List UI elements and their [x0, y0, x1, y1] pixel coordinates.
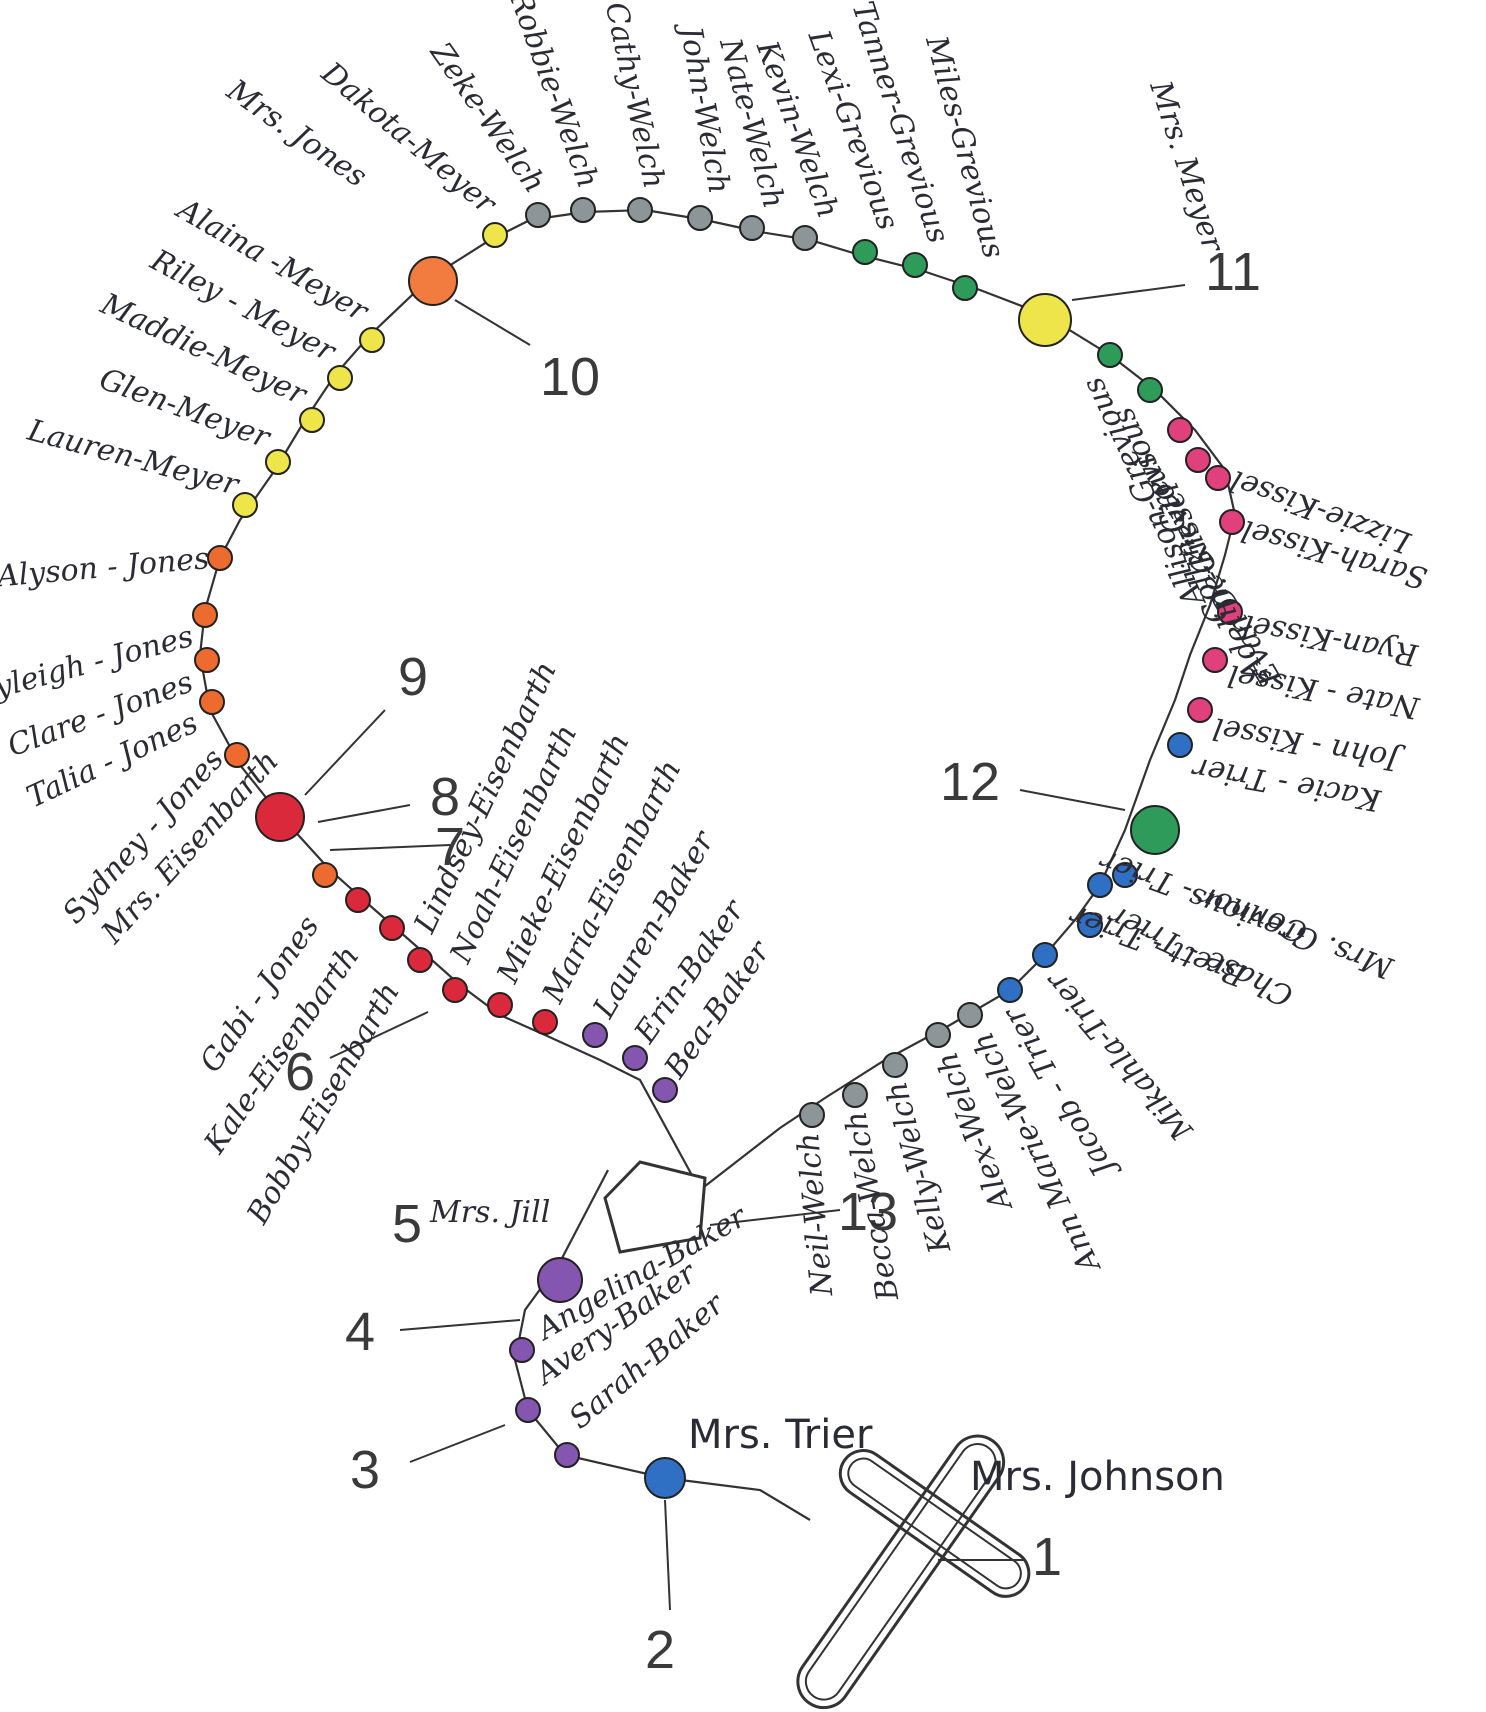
- bead-kevin-welch: [792, 225, 818, 251]
- bead-sarah-baker: [554, 1442, 580, 1468]
- number-8: 8: [430, 767, 460, 827]
- number-11: 11: [1205, 242, 1261, 302]
- bead-sydney-jones: [224, 742, 250, 768]
- leader-line-13: [709, 1209, 841, 1226]
- bead-ryleigh-jones: [192, 602, 218, 628]
- bead-tanner-grevious: [902, 252, 928, 278]
- number-9: 9: [398, 647, 428, 707]
- bead-noah-eisenbarth: [442, 977, 468, 1003]
- center-medal: [603, 1160, 707, 1254]
- bead-mrs-grevious: [1130, 805, 1180, 855]
- bead-robbie-welch: [570, 197, 596, 223]
- bead-nate-welch: [739, 215, 765, 241]
- bead-gabi-jones: [312, 862, 338, 888]
- bead-alex-welch: [925, 1022, 951, 1048]
- bead-bea-baker: [652, 1077, 678, 1103]
- bead-lauren-baker: [582, 1022, 608, 1048]
- bead-lizzie-kissel: [1205, 465, 1231, 491]
- leader-line-7: [329, 844, 451, 851]
- label-cathy-welch: Cathy-Welch: [598, 0, 672, 192]
- bead-mieke-eisenbarth: [487, 992, 513, 1018]
- bead-mrs-eisenbarth: [255, 792, 305, 842]
- bead-john-welch: [687, 205, 713, 231]
- number-1: 1: [1032, 1527, 1062, 1587]
- bead-connor-trier: [1112, 862, 1138, 888]
- bead-allison-grevious: [1097, 342, 1123, 368]
- number-6: 6: [285, 1042, 315, 1102]
- leader-line-3: [409, 1424, 506, 1463]
- label-mrs-johnson: Mrs. Johnson: [970, 1454, 1225, 1500]
- number-10: 10: [540, 347, 600, 407]
- leader-line-4: [399, 1319, 521, 1331]
- leader-line-12: [1019, 789, 1126, 811]
- bead-becca-welch: [842, 1082, 868, 1108]
- leader-line-11: [1071, 284, 1186, 301]
- bead-nate-kissel: [1202, 647, 1228, 673]
- bead-glen-meyer: [265, 449, 291, 475]
- bead-kacie-trier: [1167, 732, 1193, 758]
- bead-mrs-trier: [644, 1457, 686, 1499]
- bead-erin-baker: [622, 1045, 648, 1071]
- number-2: 2: [645, 1620, 675, 1680]
- bead-neil-welch: [799, 1102, 825, 1128]
- number-3: 3: [350, 1440, 380, 1500]
- bead-mikahla-trier: [1032, 942, 1058, 968]
- bead-mrs-jill: [537, 1257, 583, 1303]
- bead-cathy-welch: [627, 197, 653, 223]
- bead-kale-eisenbarth: [345, 887, 371, 913]
- leader-line-2: [664, 1499, 671, 1611]
- label-neil-welch: Neil-Welch: [791, 1131, 840, 1298]
- bead-ann-marie-welch: [957, 1002, 983, 1028]
- small-beads: [192, 197, 1245, 1468]
- bead-zeke-welch: [525, 202, 551, 228]
- bead-miles-grevious: [952, 275, 978, 301]
- bead-ryan-kissel: [1217, 599, 1243, 625]
- number-12: 12: [940, 752, 1000, 812]
- bead-talia-jones: [199, 689, 225, 715]
- bead-adeline-kissel: [1185, 447, 1211, 473]
- bead-dakota-meyer: [482, 222, 508, 248]
- bead-kelly-welch: [882, 1052, 908, 1078]
- bead-maddie-meyer: [299, 407, 325, 433]
- bead-evan-d-grevious: [1167, 417, 1193, 443]
- bead-maria-eisenbarth: [532, 1009, 558, 1035]
- bead-mrs-meyer: [1018, 293, 1072, 347]
- bead-mrs-jones: [408, 256, 458, 306]
- leader-line-9: [304, 709, 386, 796]
- number-7: 7: [435, 817, 465, 877]
- label-mrs-trier: Mrs. Trier: [688, 1412, 873, 1458]
- label-mrs-meyer: Mrs. Meyer: [1142, 76, 1231, 258]
- bead-bobby-eisenbarth: [379, 915, 405, 941]
- bead-lexi-grevious: [852, 239, 878, 265]
- number-13: 13: [838, 1182, 898, 1242]
- leader-line-10: [454, 299, 531, 346]
- crucifix-icon: [796, 1434, 1031, 1710]
- bead-alyson-jones: [207, 545, 233, 571]
- rosary-chain-ring: [198, 208, 1237, 1191]
- number-4: 4: [345, 1302, 375, 1362]
- bead-avery-baker: [515, 1397, 541, 1423]
- bead-riley-meyer: [327, 365, 353, 391]
- bead-collin-grevious: [1137, 377, 1163, 403]
- bead-angelina-baker: [509, 1337, 535, 1363]
- label-alyson-jones: Alyson - Jones: [0, 541, 211, 595]
- label-mrs-jill: Mrs. Jill: [429, 1195, 550, 1230]
- leader-line-6: [329, 1011, 429, 1059]
- bead-brett-trier: [1077, 912, 1103, 938]
- bead-clare-jones: [194, 647, 220, 673]
- bead-lauren-meyer: [232, 492, 258, 518]
- bead-chase-trier: [1087, 872, 1113, 898]
- bead-sarah-kissel: [1219, 509, 1245, 535]
- bead-jacob-trier: [997, 977, 1023, 1003]
- bead-alaina-meyer: [359, 327, 385, 353]
- number-5: 5: [392, 1194, 422, 1254]
- bead-lindsey-eisenbarth: [407, 947, 433, 973]
- leader-line-8: [317, 804, 411, 823]
- bead-john-kissel: [1187, 697, 1213, 723]
